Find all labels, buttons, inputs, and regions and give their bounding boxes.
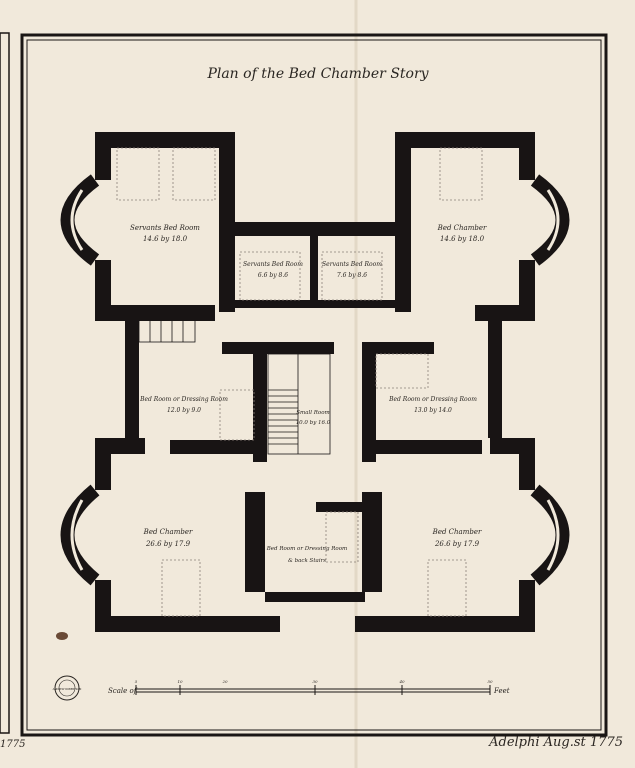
room-label-bed-room-centre: Bed Room or Dressing Room (266, 546, 347, 552)
furniture-outlines (116, 147, 483, 617)
adjacent-sheet-border (0, 32, 10, 734)
scale-bar: Scale of 5 10 20 30 40 50 Feet (108, 679, 510, 695)
scale-tick-20: 20 (221, 679, 228, 684)
room-dims-servants-bed-room-1: 6.6 by 8.6 (258, 272, 288, 279)
room-label-servants-bed-room-2: Servants Bed Room (322, 261, 382, 268)
room-label-bed-chamber-se: Bed Chamber (432, 528, 482, 536)
floor-plan-walls (95, 132, 535, 632)
room-dims-bed-chamber-sw: 26.6 by 17.9 (145, 540, 191, 548)
room-dims-dressing-room-w: 12.0 by 9.0 (167, 407, 201, 414)
scale-tick-50: 50 (487, 679, 493, 684)
room-label-servants-bed-room-1: Servants Bed Room (243, 261, 303, 268)
room-label-dressing-room-e: Bed Room or Dressing Room (388, 396, 477, 403)
room-dims-servants-bed-room-nw: 14.6 by 18.0 (143, 235, 188, 243)
bay-window-openings (70, 189, 560, 571)
bay-windows (60, 174, 570, 586)
collector-stamp: ANDREW ROBERTSON (53, 675, 82, 701)
staircase (138, 307, 331, 455)
room-label-bed-chamber-sw: Bed Chamber (143, 528, 193, 536)
ink-stain (56, 632, 68, 640)
room-label-bed-chamber-ne: Bed Chamber (437, 224, 487, 232)
outer-frame (20, 33, 608, 737)
scale-tick-5: 5 (135, 679, 138, 684)
scale-label-left: Scale of (108, 687, 138, 695)
scale-tick-30: 30 (312, 679, 318, 684)
inner-frame (26, 39, 602, 731)
scale-tick-10: 10 (177, 679, 183, 684)
room-label-dressing-room-w: Bed Room or Dressing Room (139, 396, 228, 403)
room-dims-dressing-room-e: 13.0 by 14.0 (414, 407, 452, 414)
room-extra-bed-room-centre: & back Stairs (288, 558, 326, 564)
room-dims-bed-chamber-ne: 14.6 by 18.0 (440, 235, 485, 243)
plan-title: Plan of the Bed Chamber Story (206, 66, 429, 82)
room-dims-small-room: 10.0 by 16.0 (296, 420, 331, 426)
scale-tick-40: 40 (398, 679, 405, 684)
margin-note: 1775 (0, 739, 26, 750)
stamp-text: ANDREW ROBERTSON (53, 687, 82, 691)
room-label-small-room: Small Room (296, 410, 330, 416)
room-label-servants-bed-room-nw: Servants Bed Room (130, 224, 200, 232)
scale-label-right: Feet (493, 687, 510, 695)
signature: Adelphi Aug.st 1775 (489, 735, 623, 750)
room-dims-servants-bed-room-2: 7.6 by 8.6 (337, 272, 367, 279)
room-dims-bed-chamber-se: 26.6 by 17.9 (434, 540, 480, 548)
